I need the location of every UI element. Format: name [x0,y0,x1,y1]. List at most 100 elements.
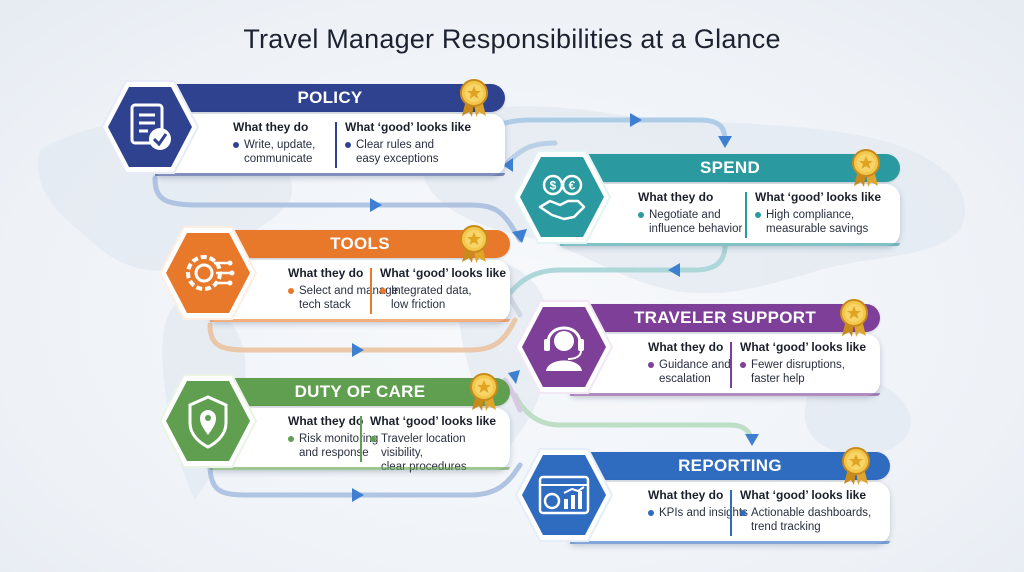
good-heading: What ‘good’ looks like [345,120,472,134]
card-tools: TOOLS What they do Select and manage tec… [210,230,510,324]
column-divider [335,122,337,168]
card-title: DUTY OF CARE [210,378,510,406]
good-item: High compliance, measurable savings [755,208,881,236]
bullet [740,362,746,368]
what-text: Negotiate and influence behavior [649,209,743,235]
card-panel: What they do Risk monitoring and respons… [210,408,510,473]
what-good-looks-like: What ‘good’ looks like Clear rules and e… [345,120,471,166]
accent-line [560,243,900,246]
card-panel: What they do Write, update, communicate … [155,114,505,176]
card-reporting: REPORTING What they do KPIs and insights… [570,452,890,546]
svg-text:€: € [569,179,576,193]
accent-line [570,393,880,396]
what-they-do: What they do Negotiate and influence beh… [638,190,742,236]
what-heading: What they do [638,190,714,204]
what-text: Select and manage tech stack [299,285,399,311]
what-text: KPIs and insights [659,507,748,519]
what-item: KPIs and insights [648,506,748,520]
column-divider [745,192,747,238]
card-panel: What they do Select and manage tech stac… [210,260,510,322]
svg-text:$: $ [550,179,557,193]
what-good-looks-like: What ‘good’ looks like Integrated data, … [380,266,506,312]
column-divider [370,268,372,314]
dashboard-chart-badge [514,446,614,544]
what-they-do: What they do Guidance and escalation [648,340,731,386]
document-check-badge [100,78,200,176]
card-traveler-support: TRAVELER SUPPORT What they do Guidance a… [570,304,880,398]
what-good-looks-like: What ‘good’ looks like High compliance, … [755,190,881,236]
shield-location-icon [188,395,228,449]
gear-circuit-icon [186,255,235,291]
good-item: Actionable dashboards, trend tracking [740,506,871,534]
good-heading: What ‘good’ looks like [370,414,497,428]
accent-line [570,541,890,544]
what-good-looks-like: What ‘good’ looks like Traveler location… [370,414,510,474]
gear-circuit-badge [158,224,258,322]
good-text: Clear rules and easy exceptions [356,139,439,165]
what-heading: What they do [288,266,364,280]
card-title: TOOLS [210,230,510,258]
card-panel: What they do KPIs and insights What ‘goo… [570,482,890,544]
good-item: Fewer disruptions, faster help [740,358,866,386]
good-text: High compliance, measurable savings [766,209,869,235]
card-panel: What they do Negotiate and influence beh… [560,184,900,246]
what-heading: What they do [648,340,724,354]
card-title: TRAVELER SUPPORT [570,304,880,332]
card-panel: What they do Guidance and escalation Wha… [570,334,880,396]
card-title: REPORTING [570,452,890,480]
shield-location-badge [158,372,258,470]
what-item: Select and manage tech stack [288,284,398,312]
what-they-do: What they do KPIs and insights [648,488,748,520]
what-heading: What they do [288,414,364,428]
what-item: Risk monitoring and response [288,432,378,460]
bullet [370,436,376,442]
bullet [233,142,239,148]
card-spend: SPEND What they do Negotiate and influen… [560,154,900,248]
headset-agent-badge [514,298,614,396]
card-title: SPEND [560,154,900,182]
bullet [648,510,654,516]
good-heading: What ‘good’ looks like [755,190,882,204]
good-heading: What ‘good’ looks like [380,266,507,280]
card-title: POLICY [155,84,505,112]
column-divider [360,416,362,462]
what-text: Guidance and escalation [659,359,731,385]
column-divider [730,342,732,388]
gold-medal-icon [838,298,870,343]
good-item: Clear rules and easy exceptions [345,138,471,166]
good-item: Integrated data, low friction [380,284,506,312]
bullet [380,288,386,294]
what-they-do: What they do Select and manage tech stac… [288,266,398,312]
bullet [740,510,746,516]
good-heading: What ‘good’ looks like [740,488,867,502]
what-good-looks-like: What ‘good’ looks like Actionable dashbo… [740,488,871,534]
gold-medal-icon [850,148,882,193]
gold-medal-icon [468,372,500,417]
what-they-do: What they do Risk monitoring and respons… [288,414,378,460]
good-text: Integrated data, low friction [391,285,472,311]
accent-line [155,173,505,176]
what-heading: What they do [233,120,309,134]
card-duty-of-care: DUTY OF CARE What they do Risk monitorin… [210,378,510,473]
column-divider [730,490,732,536]
gold-medal-icon [458,224,490,269]
page-title: Travel Manager Responsibilities at a Gla… [243,24,781,54]
gold-medal-icon [458,78,490,123]
handshake-currency-badge: $ € [512,148,612,246]
dashboard-chart-icon [538,475,590,515]
handshake-currency-icon: $ € [538,174,586,221]
what-text: Write, update, communicate [244,139,316,165]
bullet [755,212,761,218]
card-policy: POLICY What they do Write, update, commu… [155,84,505,178]
what-item: Negotiate and influence behavior [638,208,742,236]
what-text: Risk monitoring and response [299,433,379,459]
bullet [638,212,644,218]
good-text: Actionable dashboards, trend tracking [751,507,872,533]
good-heading: What ‘good’ looks like [740,340,867,354]
what-good-looks-like: What ‘good’ looks like Fewer disruptions… [740,340,866,386]
bullet [345,142,351,148]
accent-line [210,319,510,322]
accent-line [210,467,510,470]
headset-agent-icon [544,326,584,371]
bullet [288,436,294,442]
